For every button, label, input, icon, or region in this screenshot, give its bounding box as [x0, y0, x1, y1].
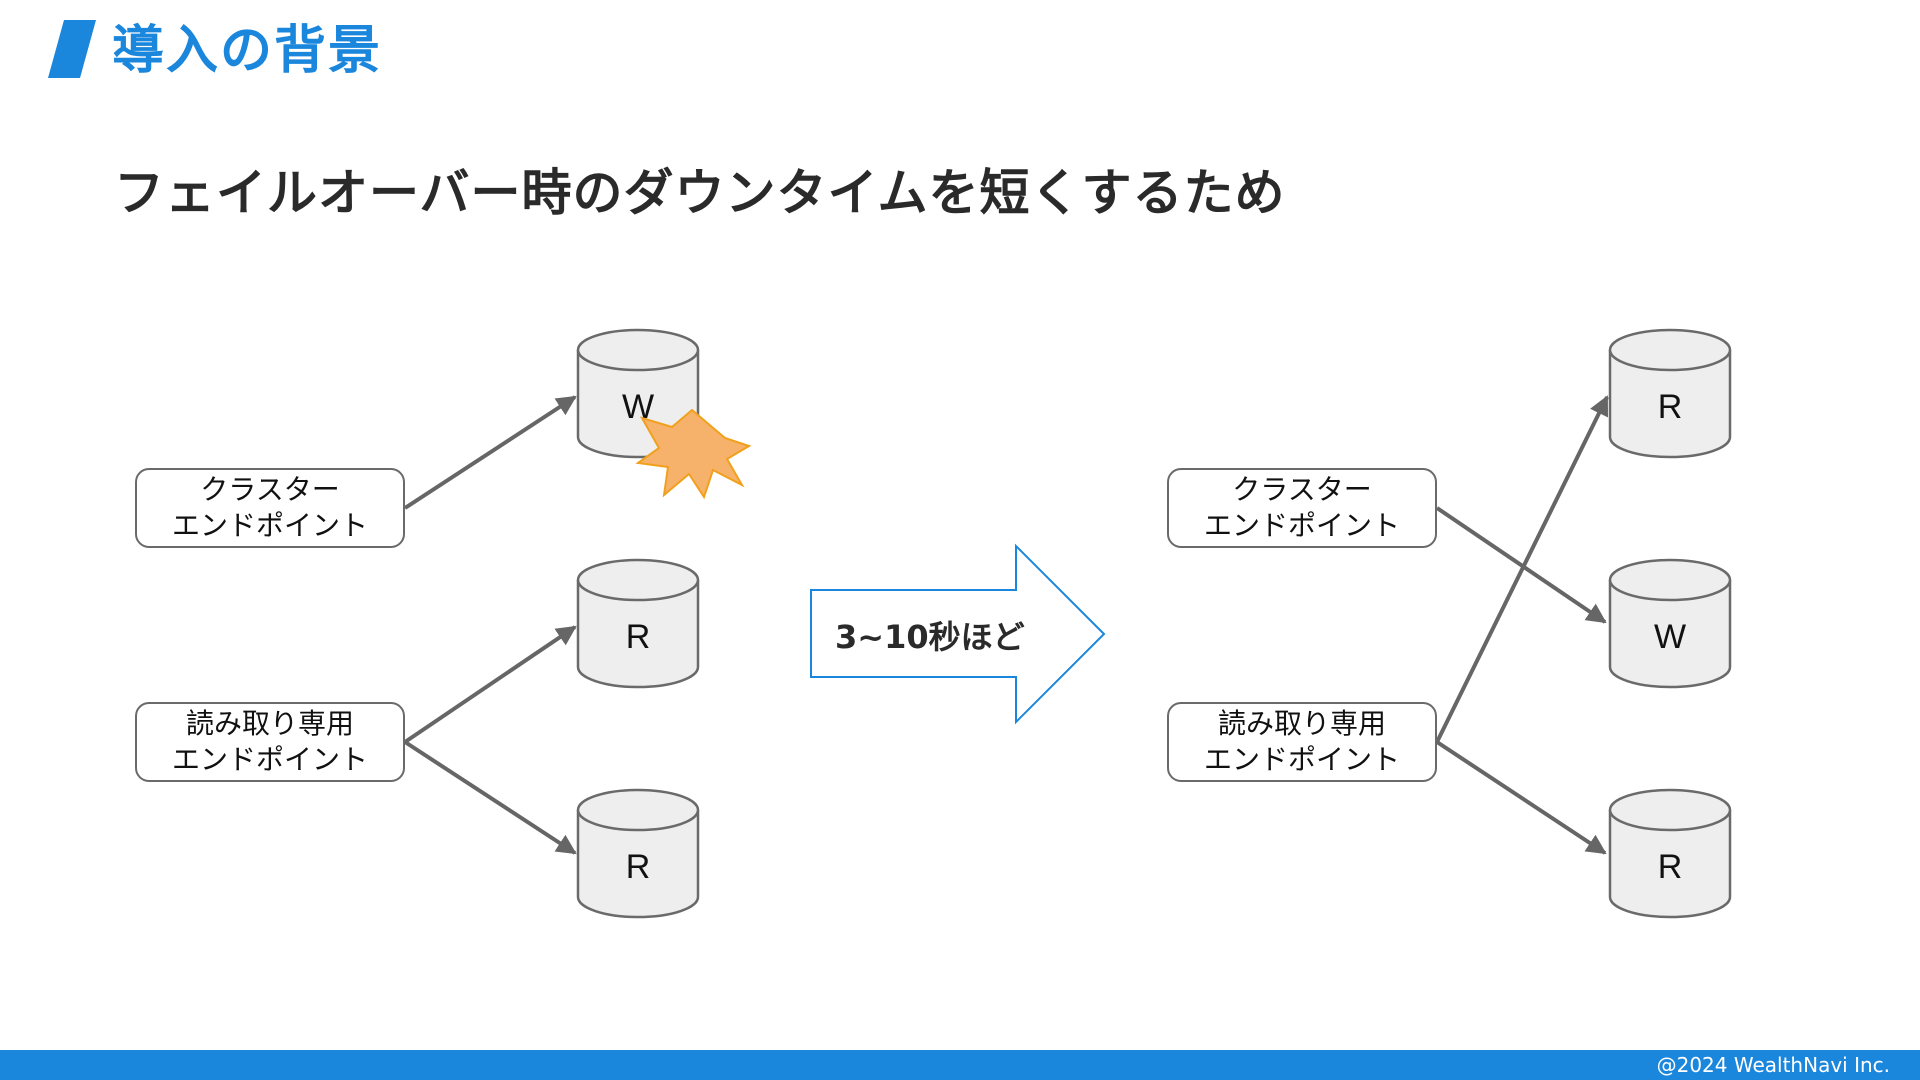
endpoint-label-line2: エンドポイント — [1203, 743, 1400, 776]
cluster-endpoint-box: クラスター エンドポイント — [1167, 468, 1437, 548]
database-label: R — [1658, 388, 1683, 426]
endpoint-label-line2: エンドポイント — [171, 743, 368, 776]
database-cylinder: W — [1608, 558, 1732, 689]
header-accent-slash — [48, 20, 96, 78]
right-arrow-icon — [810, 543, 1106, 725]
database-label: R — [626, 618, 651, 656]
connector-reader-to-db3 — [403, 740, 577, 855]
endpoint-label-line2: エンドポイント — [171, 509, 368, 542]
database-cylinder: R — [576, 558, 700, 689]
database-label: R — [626, 848, 651, 886]
footer-bar: @2024 WealthNavi Inc. — [0, 1050, 1920, 1080]
downtime-label: 3~10秒ほど — [835, 618, 1025, 656]
database-cylinder: R — [576, 788, 700, 919]
endpoint-label-line2: エンドポイント — [1203, 509, 1400, 542]
database-cylinder: R — [1608, 328, 1732, 459]
connector-cluster-to-new-writer — [1435, 506, 1607, 624]
endpoint-label-line1: 読み取り専用 — [185, 707, 354, 740]
endpoint-label-line1: クラスター — [1232, 473, 1372, 506]
connector-cluster-to-writer — [403, 395, 577, 510]
explosion-icon — [635, 408, 752, 500]
database-cylinder: R — [1608, 788, 1732, 919]
database-label: R — [1658, 848, 1683, 886]
connector-reader-to-db3-right — [1435, 740, 1607, 855]
database-label: W — [1654, 618, 1686, 656]
endpoint-label-line1: 読み取り専用 — [1217, 707, 1386, 740]
connector-reader-to-db1-right — [1435, 395, 1609, 743]
section-title: 導入の背景 — [112, 21, 383, 81]
copyright-text: @2024 WealthNavi Inc. — [1656, 1053, 1890, 1077]
connector-reader-to-db2 — [403, 625, 577, 744]
slide-subtitle: フェイルオーバー時のダウンタイムを短くするため — [114, 164, 1286, 222]
reader-endpoint-box: 読み取り専用 エンドポイント — [1167, 702, 1437, 782]
cluster-endpoint-box: クラスター エンドポイント — [135, 468, 405, 548]
endpoint-label-line1: クラスター — [200, 473, 340, 506]
reader-endpoint-box: 読み取り専用 エンドポイント — [135, 702, 405, 782]
